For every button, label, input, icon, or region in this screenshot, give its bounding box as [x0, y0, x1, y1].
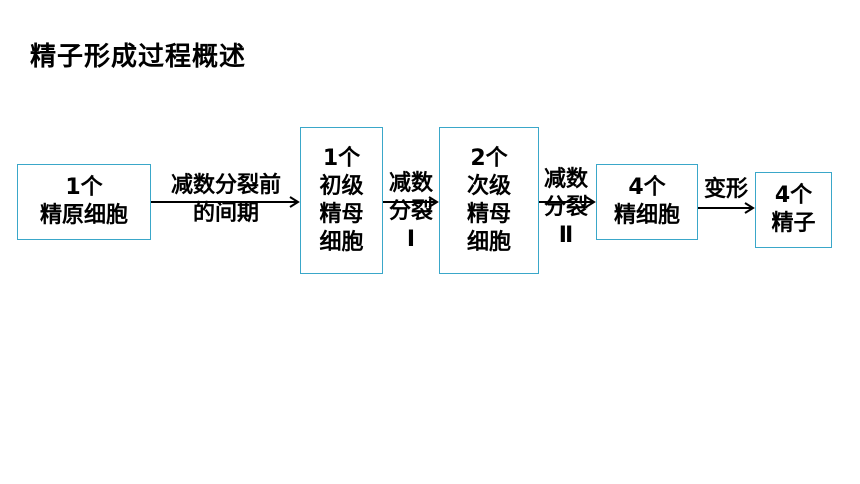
- arrow-transform: [698, 202, 755, 214]
- node-label-line: 次级: [466, 173, 511, 199]
- node-label-line: 细胞: [466, 229, 511, 255]
- node-label-line: 精细胞: [613, 203, 680, 228]
- page-title: 精子形成过程概述: [30, 42, 247, 72]
- node-primordial-germ-cell: 1个 精原细胞: [17, 164, 151, 240]
- edge-label-line: Ⅱ: [558, 223, 574, 248]
- edge-label-meiosis-1: 减数 分裂 Ⅰ: [382, 170, 440, 254]
- edge-label-line: 的间期: [192, 201, 259, 226]
- node-secondary-spermatocyte: 2个 次级 精母 细胞: [439, 127, 539, 274]
- node-sperm: 4个 精子: [755, 172, 832, 248]
- node-label-line: 1个: [322, 145, 361, 171]
- edge-label-line: 减数: [543, 167, 588, 192]
- node-label-line: 精原细胞: [39, 203, 128, 228]
- node-label-line: 4个: [774, 183, 813, 208]
- node-label-line: 精子: [771, 211, 816, 236]
- node-label-line: 4个: [628, 175, 666, 200]
- edge-label-line: 减数: [388, 171, 433, 196]
- node-label-line: 精母: [466, 201, 511, 227]
- node-label-line: 初级: [319, 173, 364, 199]
- edge-label-meiosis-2: 减数 分裂 Ⅱ: [536, 166, 596, 250]
- node-label-line: 精母: [319, 201, 364, 227]
- node-label-line: 1个: [65, 175, 103, 200]
- edge-label-line: 分裂: [543, 195, 588, 220]
- node-label-line: 细胞: [319, 229, 364, 255]
- node-spermatid: 4个 精细胞: [596, 164, 698, 240]
- edge-label-transform: 变形: [697, 176, 755, 204]
- edge-label-line: 减数分裂前: [170, 173, 281, 198]
- edge-label-line: 分裂: [388, 199, 433, 224]
- node-label-line: 2个: [470, 145, 508, 171]
- node-primary-spermatocyte: 1个 初级 精母 细胞: [300, 127, 383, 274]
- edge-label-interphase: 减数分裂前 的间期: [151, 172, 301, 228]
- edge-label-line: 变形: [703, 177, 748, 202]
- edge-label-line: Ⅰ: [406, 227, 416, 252]
